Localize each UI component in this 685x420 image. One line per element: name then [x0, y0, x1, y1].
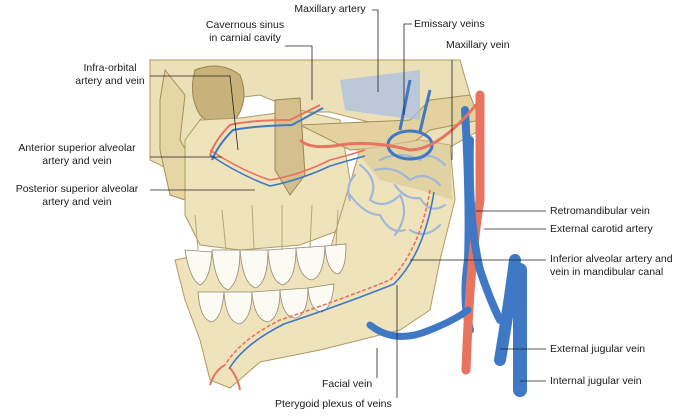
label-posterior-superior-alveolar: Posterior superior alveolar artery and v…	[15, 183, 139, 208]
label-external-carotid-artery: External carotid artery	[550, 223, 653, 235]
label-inferior-alveolar: Inferior alveolar artery and vein in man…	[550, 253, 673, 278]
external-jugular-vein-vessel	[494, 254, 521, 366]
label-internal-jugular-vein: Internal jugular vein	[550, 375, 642, 387]
external-carotid-artery-vessel	[461, 90, 485, 375]
retromandibular-vein-vessel	[465, 136, 504, 324]
pterygoid-plexus	[347, 153, 447, 237]
label-facial-vein: Facial vein	[322, 378, 373, 390]
facial-vein-vessel	[366, 306, 472, 340]
label-maxillary-vein: Maxillary vein	[446, 39, 510, 51]
inferior-alveolar-veins	[228, 191, 435, 370]
label-external-jugular-vein: External jugular vein	[550, 343, 646, 355]
lower-teeth	[197, 283, 335, 325]
maxillary-artery	[298, 99, 482, 152]
inferior-alveolar-vessels	[224, 189, 431, 366]
label-emissary-veins: Emissary veins	[414, 18, 485, 30]
infra-orbital-vessels	[209, 104, 321, 156]
upper-roots	[194, 204, 339, 251]
label-pterygoid-plexus: Pterygoid plexus of veins	[275, 398, 392, 410]
upper-teeth	[184, 243, 347, 291]
label-maxillary-artery: Maxillary artery	[294, 3, 366, 15]
orbit	[191, 65, 245, 125]
superior-alveolar-vessels	[209, 149, 366, 181]
label-infra-orbital: Infra-orbital artery and vein	[75, 62, 145, 87]
label-retromandibular-vein: Retromandibular vein	[550, 205, 650, 217]
mental-vessels	[209, 364, 241, 391]
infra-orbital-veins	[211, 107, 324, 161]
label-anterior-superior-alveolar: Anterior superior alveolar artery and ve…	[18, 142, 136, 167]
emissary-veins-vessels	[398, 79, 432, 133]
superior-alveolar-veins	[209, 154, 366, 187]
label-cavernous-sinus: Cavernous sinus in carnial cavity	[205, 19, 285, 44]
leader-lines	[150, 9, 546, 398]
cavernous-sinus-shading	[340, 70, 420, 120]
